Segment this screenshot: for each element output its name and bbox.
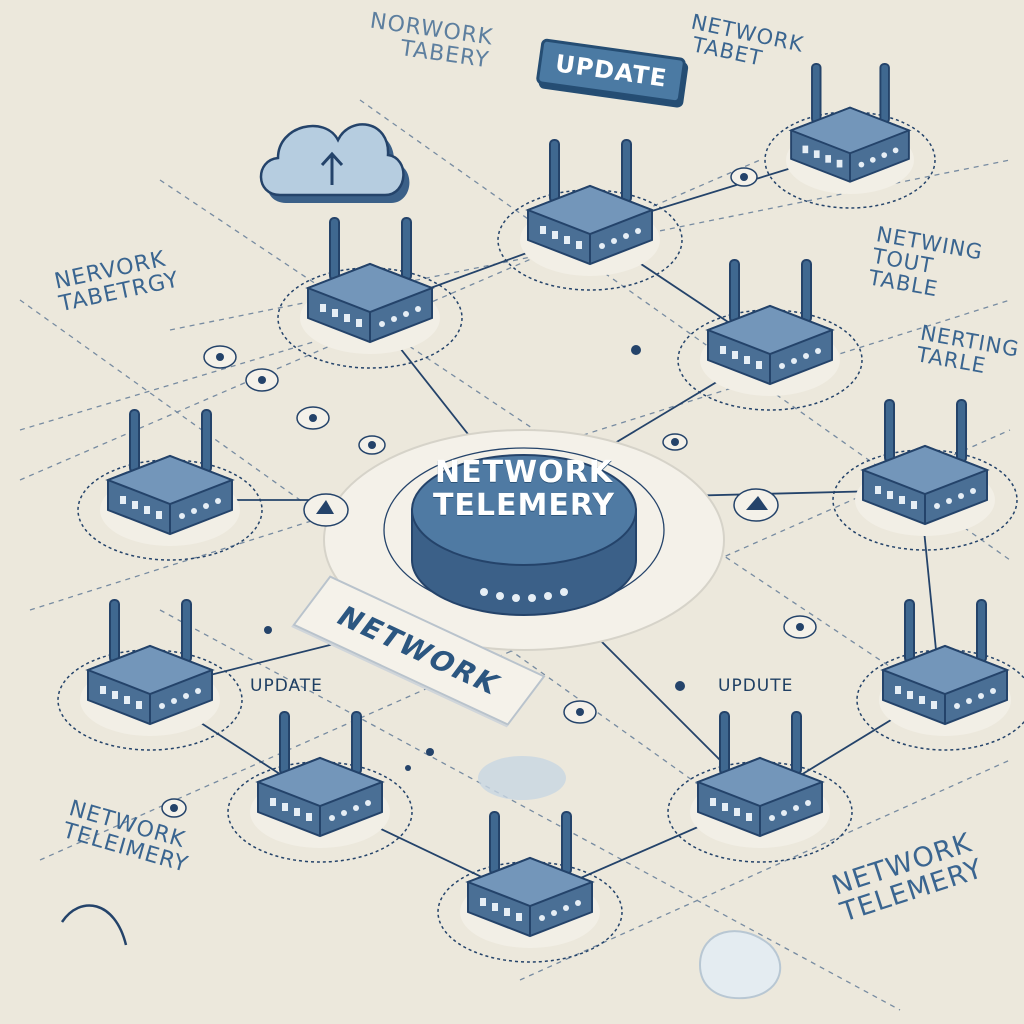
router-icon [257,711,383,837]
router-icon [882,599,1008,725]
label-update-right: UPDUTE [718,676,794,696]
router-icon [107,409,233,535]
hub-label-line2: TELEMERY [432,488,616,523]
router-icon [307,217,433,343]
hub-label: NETWORK TELEMERY [412,456,636,522]
hub-label-line1: NETWORK [434,455,613,490]
label-update-left: UPDATE [250,676,323,696]
router-icon [862,399,988,525]
router-icon [467,811,593,937]
router-icon [707,259,833,385]
decorative-stone [698,930,782,1000]
router-icon [790,62,910,183]
faded-bubble [478,756,566,800]
decorative-arc [60,904,128,946]
cloud-upload-icon [259,123,410,203]
router-icon [527,139,653,265]
hub-icon [323,429,725,651]
router-icon [87,599,213,725]
router-icon [697,711,823,837]
